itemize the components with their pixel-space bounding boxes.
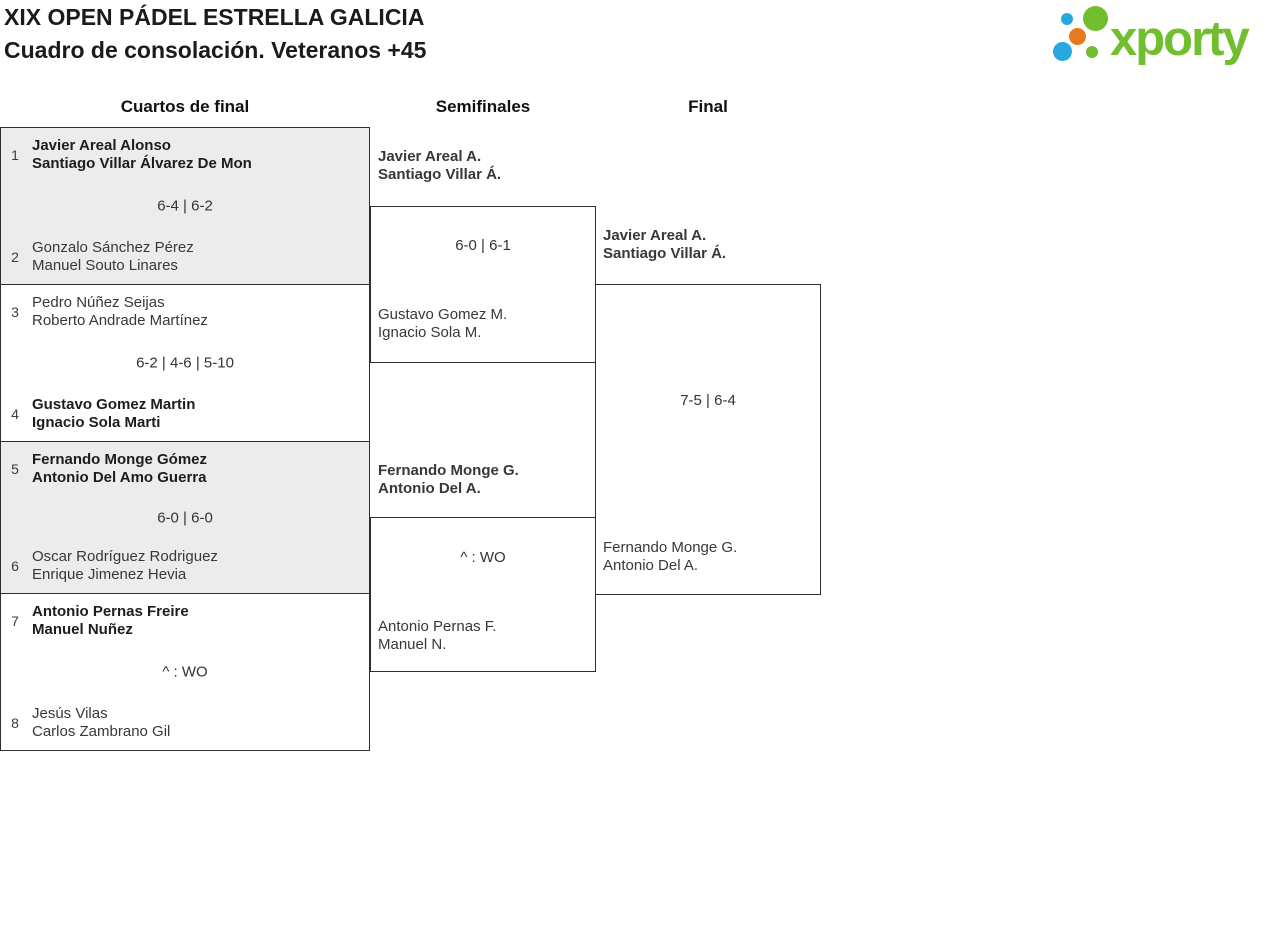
player-name: Fernando Monge G. [378,462,519,479]
player-name: Fernando Monge G. [603,539,738,556]
match-score: 7-5 | 6-4 [680,392,736,409]
match-score: 6-4 | 6-2 [157,197,213,215]
match-score: 6-0 | 6-1 [455,237,511,254]
match-score: 6-0 | 6-0 [157,509,213,526]
player-name: Javier Areal A. [603,227,707,244]
team-name: Fernando Monge G. Antonio Del A. [603,539,737,575]
player-name: Manuel Nuñez [32,621,133,638]
logo-dot-icon [1069,28,1086,45]
player-name: Santiago Villar Á. [603,245,727,262]
team-row: 4 Gustavo Gomez Martin Ignacio Sola Mart… [7,396,363,432]
seed-number: 3 [11,304,19,320]
player-name: Antonio Pernas Freire [32,603,189,620]
team-name: Gonzalo Sánchez Pérez Manuel Souto Linar… [32,239,194,275]
player-name: Jesús Vilas [32,705,108,722]
match-score: ^ : WO [162,663,208,681]
team-row: 2 Gonzalo Sánchez Pérez Manuel Souto Lin… [7,239,363,275]
team-name: Oscar Rodríguez Rodriguez Enrique Jimene… [32,548,218,584]
logo-dot-icon [1053,42,1072,61]
player-name: Fernando Monge Gómez [32,451,208,468]
player-name: Javier Areal A. [378,148,482,165]
seed-number: 1 [11,147,19,163]
team-name: Javier Areal A. Santiago Villar Á. [603,227,726,263]
round-header-final: Final [688,97,728,116]
team-row: 8 Jesús Vilas Carlos Zambrano Gil [7,705,363,741]
team-name: Antonio Pernas F. Manuel N. [378,618,496,654]
player-name: Roberto Andrade Martínez [32,312,208,329]
player-name: Enrique Jimenez Hevia [32,566,187,583]
team-name: Javier Areal A. Santiago Villar Á. [378,148,501,184]
page-subtitle: Cuadro de consolación. Veteranos +45 [4,37,427,63]
qf-match-4: 7 Antonio Pernas Freire Manuel Nuñez ^ :… [0,593,370,751]
logo-wordmark: xporty [1110,12,1250,66]
player-name: Javier Areal Alonso [32,137,171,154]
team-name: Gustavo Gomez Martin Ignacio Sola Marti [32,396,195,432]
logo-dot-icon [1061,13,1073,25]
player-name: Manuel Souto Linares [32,257,178,274]
final-match-box [595,284,821,595]
qf-match-1: 1 Javier Areal Alonso Santiago Villar Ál… [0,127,370,285]
qf-match-3: 5 Fernando Monge Gómez Antonio Del Amo G… [0,441,370,594]
seed-number: 7 [11,613,19,629]
player-name: Antonio Del A. [603,557,699,574]
round-header-semifinals: Semifinales [435,97,531,116]
seed-number: 5 [11,461,19,477]
seed-number: 8 [11,715,19,731]
page-header: XIX OPEN PÁDEL ESTRELLA GALICIA Cuadro d… [4,1,426,67]
player-name: Pedro Núñez Seijas [32,294,165,311]
player-name: Gonzalo Sánchez Pérez [32,239,194,256]
team-name: Jesús Vilas Carlos Zambrano Gil [32,705,170,741]
qf-match-2: 3 Pedro Núñez Seijas Roberto Andrade Mar… [0,284,370,442]
logo-dot-icon [1083,6,1108,31]
player-name: Santiago Villar Á. [378,166,502,183]
team-row: 3 Pedro Núñez Seijas Roberto Andrade Mar… [7,294,363,330]
team-name: Fernando Monge G. Antonio Del A. [378,462,519,498]
seed-number: 6 [11,558,19,574]
team-name: Javier Areal Alonso Santiago Villar Álva… [32,137,252,173]
team-row: 1 Javier Areal Alonso Santiago Villar Ál… [7,137,363,173]
team-name: Fernando Monge Gómez Antonio Del Amo Gue… [32,451,207,487]
player-name: Antonio Del Amo Guerra [32,469,207,486]
team-row: 5 Fernando Monge Gómez Antonio Del Amo G… [7,451,363,487]
team-name: Gustavo Gomez M. Ignacio Sola M. [378,306,507,342]
page-title: XIX OPEN PÁDEL ESTRELLA GALICIA [4,4,425,30]
logo-dot-icon [1086,46,1098,58]
match-score: ^ : WO [460,549,506,566]
player-name: Antonio Pernas F. [378,618,497,635]
seed-number: 2 [11,249,19,265]
player-name: Ignacio Sola M. [378,324,482,341]
player-name: Antonio Del A. [378,480,481,497]
round-header-quarterfinals: Cuartos de final [120,97,250,116]
match-score: 6-2 | 4-6 | 5-10 [136,354,234,372]
team-name: Antonio Pernas Freire Manuel Nuñez [32,603,189,639]
seed-number: 4 [11,406,19,422]
player-name: Oscar Rodríguez Rodriguez [32,548,218,565]
player-name: Carlos Zambrano Gil [32,723,171,740]
player-name: Ignacio Sola Marti [32,414,161,431]
team-row: 6 Oscar Rodríguez Rodriguez Enrique Jime… [7,548,363,584]
player-name: Santiago Villar Álvarez De Mon [32,155,252,172]
team-row: 7 Antonio Pernas Freire Manuel Nuñez [7,603,363,639]
player-name: Gustavo Gomez M. [378,306,508,323]
xporty-logo[interactable]: xporty [1046,5,1278,73]
player-name: Gustavo Gomez Martin [32,396,196,413]
team-name: Pedro Núñez Seijas Roberto Andrade Martí… [32,294,208,330]
player-name: Manuel N. [378,636,447,653]
